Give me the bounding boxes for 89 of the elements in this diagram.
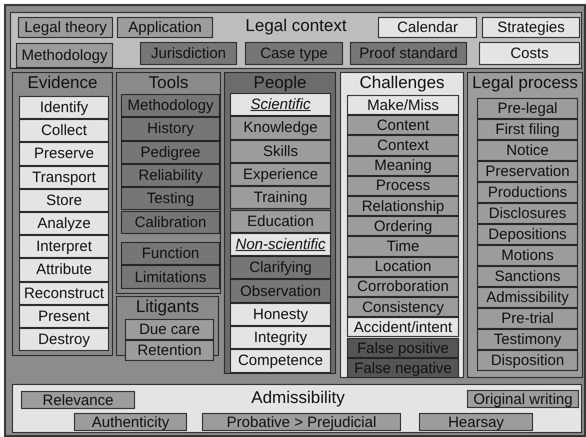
term-box: First filing — [477, 119, 578, 140]
term-box: Time — [347, 236, 459, 257]
term-box: Jurisdiction — [140, 42, 237, 65]
term-box: Scientific — [230, 93, 331, 116]
term-box: Due care — [125, 319, 214, 340]
group-panel — [10, 12, 582, 69]
term-box: Disposition — [477, 350, 578, 371]
term-box: Calendar — [378, 17, 477, 38]
term-box: Case type — [245, 42, 343, 65]
term-box: Education — [230, 210, 331, 233]
term-box: Non-scientific — [230, 232, 331, 256]
group-panel — [340, 72, 464, 378]
term-box: Testimony — [477, 329, 578, 350]
group-panel — [467, 72, 583, 378]
term-box: Accident/intent — [347, 317, 459, 338]
term-box: Depositions — [477, 224, 578, 245]
panel-title: Legal process — [471, 74, 579, 93]
term-box: Strategies — [482, 17, 580, 38]
term-box: Admissibility — [477, 287, 578, 308]
term-box: Pedigree — [121, 140, 220, 164]
term-box: Preserve — [19, 142, 109, 166]
term-box: Authenticity — [74, 413, 187, 431]
term-box: Preservation — [477, 161, 578, 182]
panel-title: People — [252, 74, 308, 93]
term-box: Calibration — [121, 210, 220, 234]
panel-title: Legal context — [244, 17, 348, 36]
term-box: Reliability — [121, 164, 220, 188]
term-box: Hearsay — [419, 413, 533, 431]
term-box: Skills — [230, 140, 331, 163]
term-box: Retention — [125, 340, 214, 361]
group-panel — [224, 72, 336, 374]
term-box: Knowledge — [230, 116, 331, 140]
panel-title: Admissibility — [250, 389, 346, 408]
term-box: Observation — [230, 279, 331, 303]
term-box: Probative > Prejudicial — [202, 413, 401, 431]
panel-title: Litigants — [134, 298, 200, 317]
term-box: False positive — [347, 338, 459, 358]
group-panel — [12, 72, 113, 356]
term-box: Experience — [230, 162, 331, 186]
term-box: Original writing — [467, 390, 579, 408]
term-box: Competence — [230, 349, 331, 373]
term-box: Productions — [477, 182, 578, 203]
term-box: Present — [19, 304, 109, 328]
term-box: Relevance — [21, 391, 135, 409]
term-box: Relationship — [347, 196, 459, 216]
term-box: Methodology — [16, 43, 113, 68]
term-box: Training — [230, 186, 331, 210]
term-box: Sanctions — [477, 266, 578, 287]
term-box: Testing — [121, 187, 220, 210]
term-box: Consistency — [347, 297, 459, 318]
term-box: Methodology — [121, 94, 220, 118]
term-box: Process — [347, 176, 459, 196]
term-box: Corroboration — [347, 276, 459, 297]
term-box: Proof standard — [350, 42, 467, 65]
term-box: Meaning — [347, 156, 459, 176]
term-box: Identify — [19, 96, 109, 120]
term-box: Application — [117, 17, 213, 38]
term-box: Store — [19, 188, 109, 212]
panel-title: Evidence — [26, 74, 98, 93]
term-box: Context — [347, 135, 459, 156]
term-box: Content — [347, 115, 459, 136]
panel-title: Tools — [148, 74, 190, 93]
term-box: Motions — [477, 245, 578, 266]
term-box: False negative — [347, 358, 459, 378]
term-box: Function — [121, 242, 220, 265]
term-box: Costs — [479, 42, 580, 65]
term-box: Honesty — [230, 302, 331, 326]
term-box: Reconstruct — [19, 282, 109, 305]
term-box: Pre-trial — [477, 308, 578, 329]
term-box: Clarifying — [230, 256, 331, 280]
term-box: Transport — [19, 166, 109, 189]
term-box: Analyze — [19, 212, 109, 236]
term-box: Disclosures — [477, 203, 578, 224]
term-box: Interpret — [19, 235, 109, 258]
term-box: Destroy — [19, 328, 109, 352]
term-box: Location — [347, 256, 459, 277]
term-box: Pre-legal — [477, 98, 578, 119]
term-box: History — [121, 117, 220, 141]
group-panel — [116, 72, 221, 294]
group-panel — [12, 384, 582, 433]
term-box: Collect — [19, 119, 109, 142]
term-box: Attribute — [19, 258, 109, 282]
term-box: Integrity — [230, 326, 331, 350]
term-box: Ordering — [347, 216, 459, 236]
term-box: Limitations — [121, 265, 220, 289]
term-box: Make/Miss — [347, 95, 459, 116]
term-box: Legal theory — [18, 17, 113, 38]
panel-title: Challenges — [358, 74, 446, 93]
term-box: Notice — [477, 140, 578, 161]
